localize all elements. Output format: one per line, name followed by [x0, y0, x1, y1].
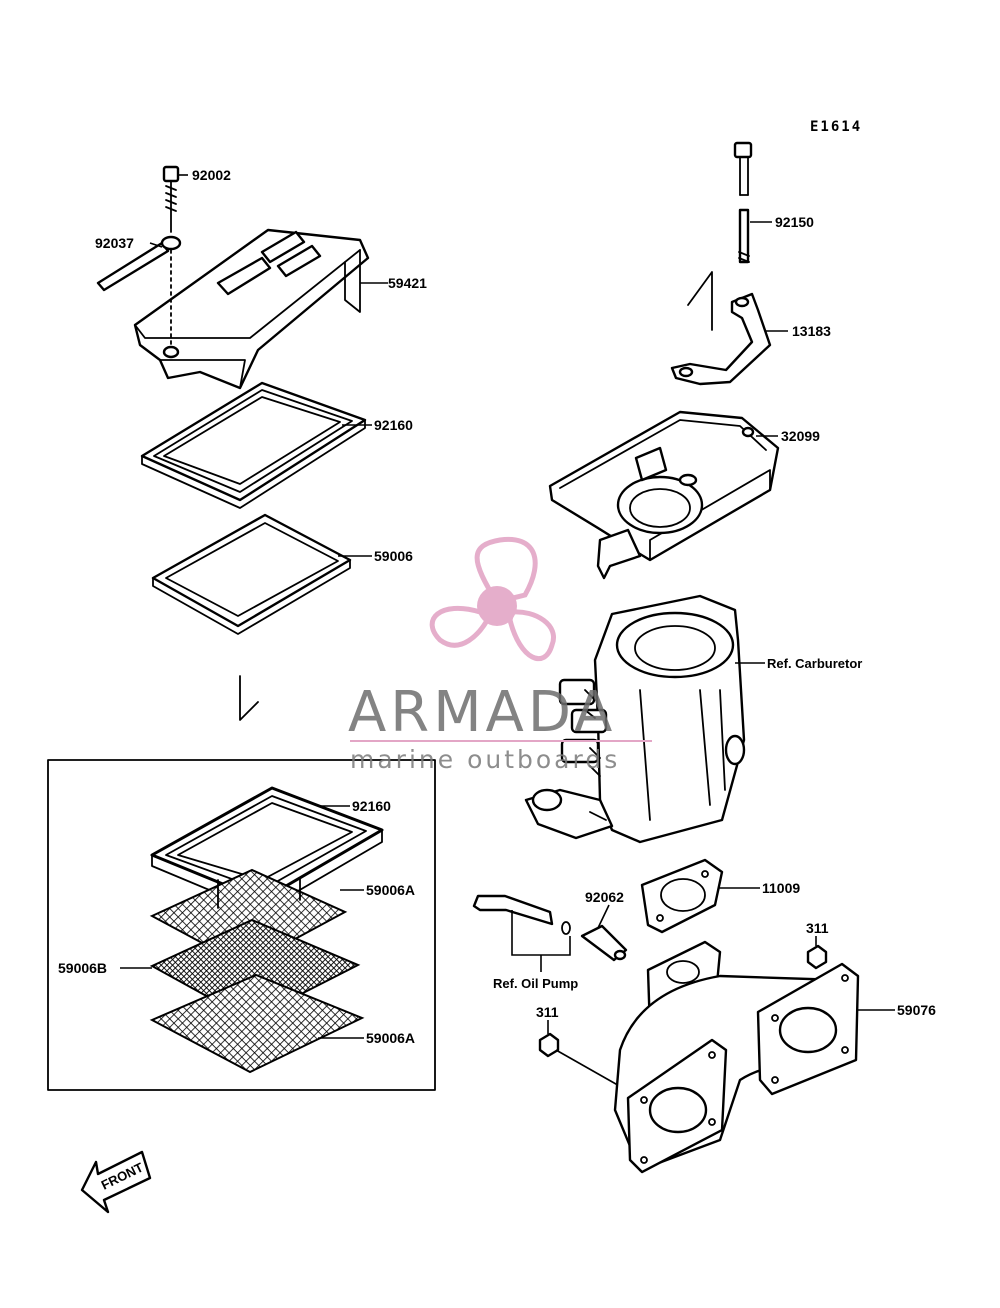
watermark-tagline: marine outboards [350, 745, 620, 774]
diagram-code: E1614 [810, 119, 862, 135]
label-ref-carburetor: Ref. Carburetor [767, 656, 862, 671]
filter-59006 [151, 513, 352, 635]
label-59006A-bottom: 59006A [366, 1030, 415, 1046]
label-59076: 59076 [897, 1002, 936, 1018]
front-arrow: FRONT [80, 1150, 152, 1214]
label-92160-top: 92160 [374, 417, 413, 433]
label-92062: 92062 [585, 889, 624, 905]
oil-pump-hose [472, 894, 571, 972]
kit-box [47, 759, 436, 1091]
cover-59421 [133, 228, 370, 390]
label-32099: 32099 [781, 428, 820, 444]
label-59006B: 59006B [58, 960, 107, 976]
base-32099 [548, 410, 780, 580]
nut-311-right [806, 944, 828, 970]
watermark-name: ARMADA [348, 680, 616, 745]
propeller-logo [429, 536, 556, 662]
label-92150: 92150 [775, 214, 814, 230]
watermark: ARMADA marine outboards [348, 536, 652, 774]
gasket-92160-top [140, 381, 367, 509]
label-311-right: 311 [806, 920, 829, 936]
label-13183: 13183 [792, 323, 831, 339]
label-59421: 59421 [388, 275, 427, 291]
gasket-11009 [640, 858, 724, 934]
direction-mark-right [687, 271, 713, 331]
carburetor [524, 594, 746, 844]
direction-mark-left [239, 675, 259, 721]
strap-92037 [96, 235, 182, 292]
label-92037: 92037 [95, 235, 134, 251]
bolt-92150 [733, 141, 753, 264]
label-92002: 92002 [192, 167, 231, 183]
bolt-92002 [162, 165, 180, 233]
manifold-59076 [613, 940, 860, 1174]
label-11009: 11009 [762, 880, 800, 896]
label-59006A-top: 59006A [366, 882, 415, 898]
label-ref-oil-pump: Ref. Oil Pump [493, 976, 578, 991]
bracket-13183 [670, 292, 772, 386]
filter-59006A-bottom [149, 973, 365, 1074]
label-92160-box: 92160 [352, 798, 391, 814]
label-59006: 59006 [374, 548, 413, 564]
nipple-92062 [580, 924, 628, 962]
label-311-left: 311 [536, 1004, 559, 1020]
